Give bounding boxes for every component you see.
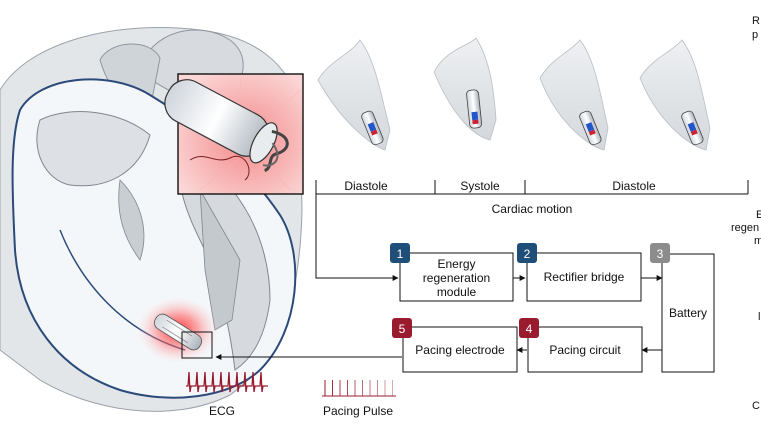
cropped-text-1: R <box>752 15 760 27</box>
device-closeup-inset <box>164 73 304 195</box>
ecg-waveform <box>186 371 268 393</box>
pacing-electrode-box <box>402 326 518 373</box>
badge-5: 5 <box>392 318 412 338</box>
svg-text:1: 1 <box>397 247 404 261</box>
svg-text:4: 4 <box>526 322 533 336</box>
papillary-muscle <box>199 189 241 331</box>
cropped-text-3: E <box>756 209 761 221</box>
cropped-text-4: regen <box>731 222 759 234</box>
phase-label-systole: Systole <box>460 179 500 193</box>
ecg-trace: ECG <box>186 371 268 418</box>
motion-frame-2 <box>433 37 497 141</box>
badge-1: 1 <box>390 243 410 263</box>
left-atrium <box>36 111 151 187</box>
device-focus-box <box>181 331 213 359</box>
energy-module-box <box>399 252 514 302</box>
rectifier-box <box>526 252 642 302</box>
motion-frame-3 <box>539 39 609 151</box>
phase-label-diastole-2: Diastole <box>612 179 656 193</box>
phase-label-diastole-1: Diastole <box>344 179 388 193</box>
arrow-motion-to-module <box>315 194 399 281</box>
valve-flap <box>118 179 145 261</box>
pipeline: 1 2 3 4 5 <box>390 243 715 373</box>
flow-connectors <box>215 194 663 360</box>
cropped-text-7: C <box>752 400 760 412</box>
cardiac-timeline: Diastole Systole Diastole Cardiac motion <box>315 179 749 216</box>
cropped-text-5: m <box>754 235 761 247</box>
svg-text:5: 5 <box>399 322 406 336</box>
cropped-right-text: R p E regen m l C <box>731 15 761 412</box>
svg-text:3: 3 <box>657 247 664 261</box>
badge-2: 2 <box>517 243 537 263</box>
cropped-text-2: p <box>752 29 758 41</box>
ecg-label: ECG <box>209 404 235 418</box>
svg-text:2: 2 <box>524 247 531 261</box>
pacing-pulse-bars <box>322 380 396 397</box>
pacing-pulse: Pacing Pulse <box>322 380 396 418</box>
badge-3: 3 <box>650 243 670 263</box>
cropped-text-6: l <box>758 311 760 323</box>
implanted-device <box>153 313 203 351</box>
pacing-circuit-box <box>527 326 643 373</box>
motion-frame-4 <box>639 39 711 151</box>
timeline-axis-label: Cardiac motion <box>492 202 573 216</box>
badge-4: 4 <box>519 318 539 338</box>
cardiac-motion-sequence <box>317 37 711 151</box>
motion-frame-1 <box>317 39 391 151</box>
pacing-pulse-label: Pacing Pulse <box>323 404 393 418</box>
battery-box <box>661 253 715 373</box>
